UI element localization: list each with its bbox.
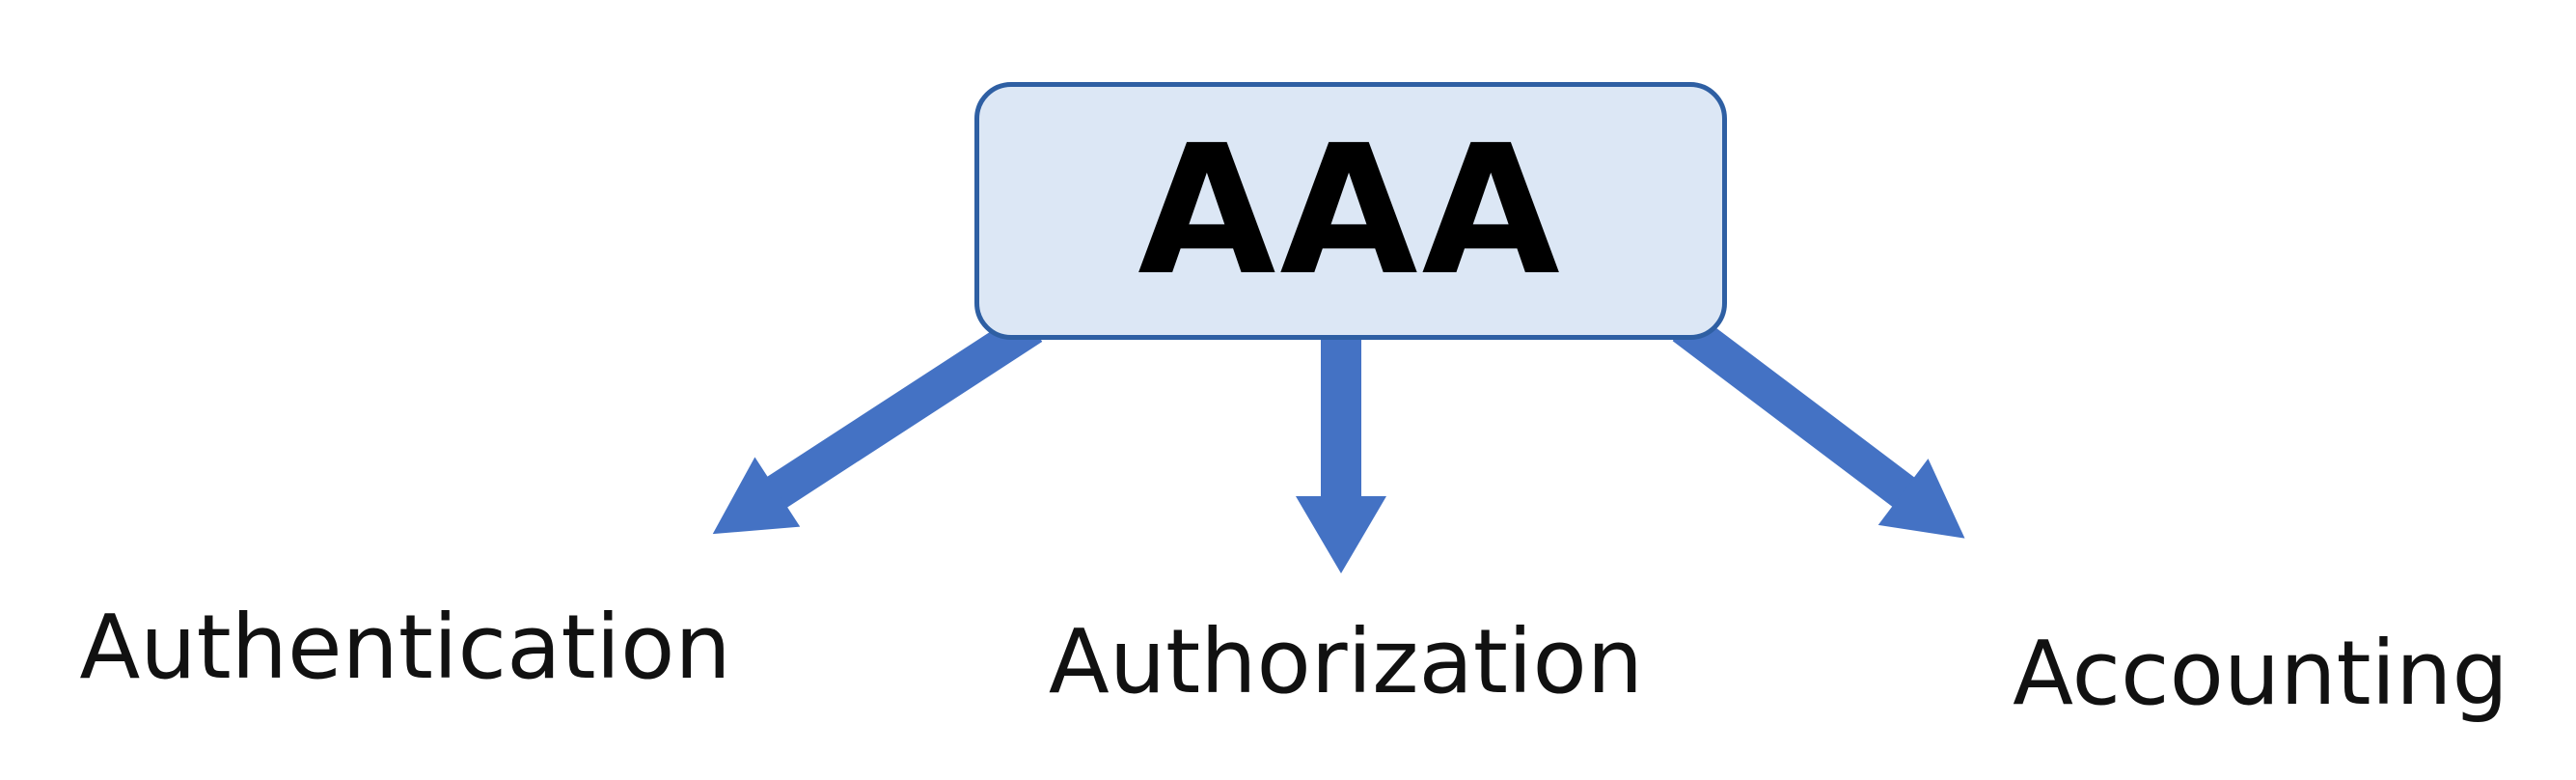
arrow-to-authorization-icon (1296, 332, 1386, 573)
aaa-root-label: AAA (1137, 106, 1564, 315)
arrow-to-authentication-icon (712, 311, 1043, 535)
arrow-to-accounting-icon (1672, 311, 1965, 539)
branch-label-accounting: Accounting (2013, 622, 2508, 725)
branch-label-authorization: Authorization (1048, 610, 1644, 713)
aaa-root-box: AAA (974, 82, 1727, 340)
branch-label-authentication: Authentication (79, 596, 731, 699)
